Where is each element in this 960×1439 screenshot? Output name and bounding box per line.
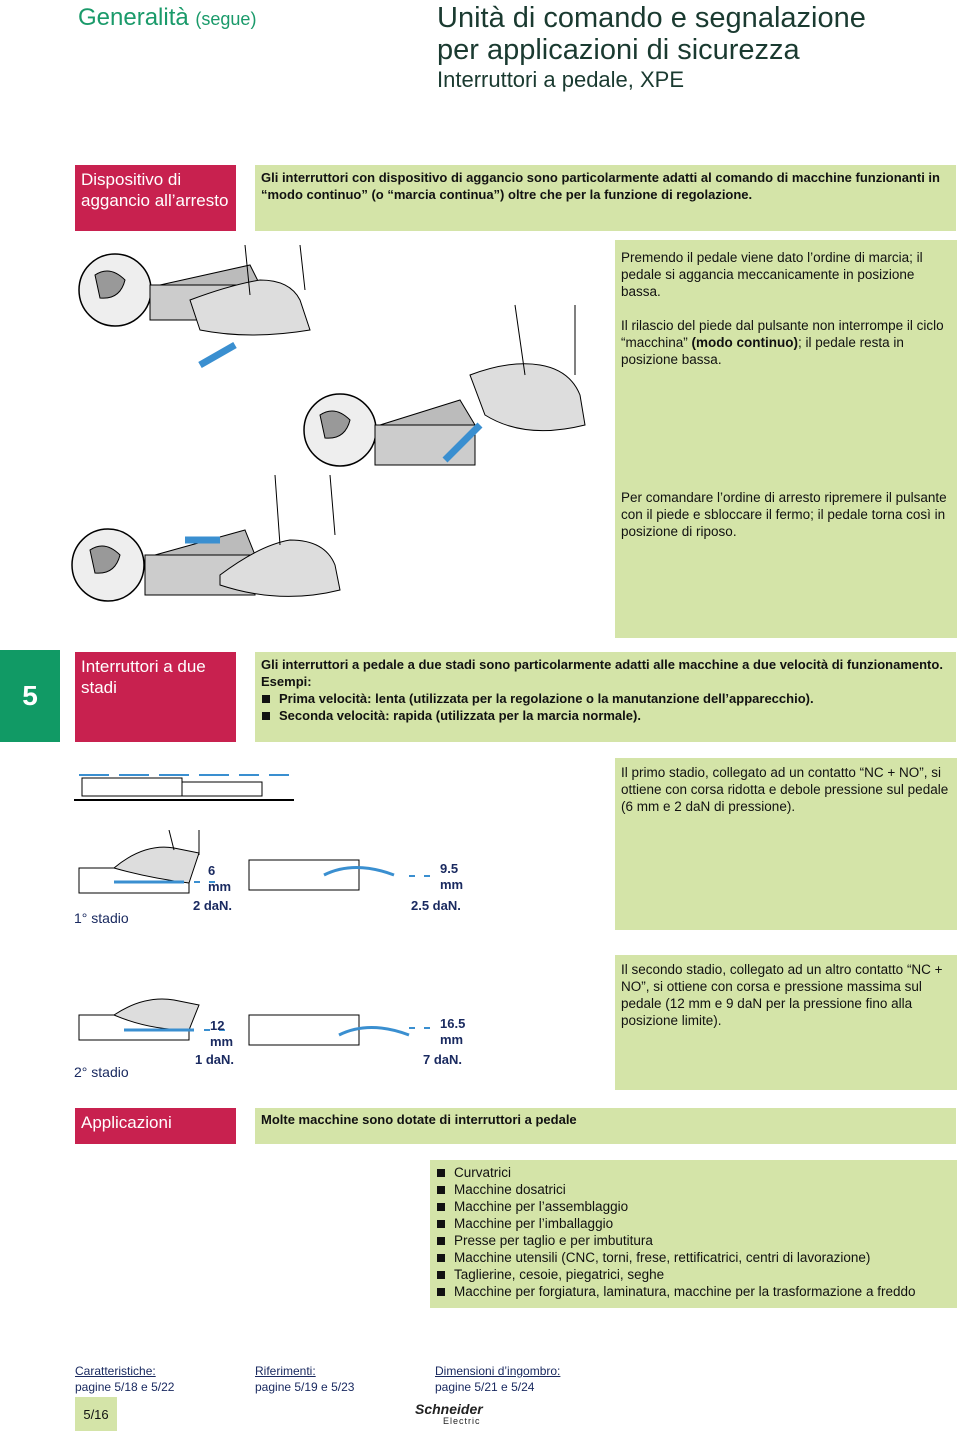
page-title: Unità di comando e segnalazione per appl…	[437, 2, 866, 94]
page-subtitle: Interruttori a pedale, XPE	[437, 67, 685, 92]
list-item: Presse per taglio e per imbutitura	[436, 1232, 951, 1249]
page-number: 5/16	[75, 1397, 117, 1431]
pedal-illustration-1	[78, 245, 311, 369]
stage2-b-dims: 16.5 mm	[440, 1016, 465, 1048]
stage2-a-force: 1 daN.	[195, 1052, 235, 1067]
due-stadi-intro: Gli interruttori a pedale a due stadi so…	[261, 657, 943, 672]
list-item: Macchine utensili (CNC, torni, frese, re…	[436, 1249, 951, 1266]
stage1-b-force: 2.5 daN.	[411, 898, 461, 913]
pedal-illustration-2	[303, 304, 586, 467]
section-title-text: Generalità	[78, 4, 189, 31]
applicazioni-label: Applicazioni	[75, 1108, 236, 1144]
stage2-label: 2° stadio	[74, 1064, 129, 1080]
stage1-illustration	[78, 830, 430, 894]
stage1-b-unit: mm	[440, 877, 464, 892]
list-item: Macchine per l’assemblaggio	[436, 1198, 951, 1215]
dimensioni-link[interactable]: pagine 5/21 e 5/24	[435, 1380, 535, 1394]
arrow-up-icon	[442, 422, 483, 463]
due-stadi-label: Interruttori a due stadi	[75, 652, 236, 742]
section-tab: 5	[0, 650, 60, 742]
examples-list: Prima velocità: lenta (utilizzata per la…	[261, 690, 950, 724]
stage1-b-travel: 9.5	[440, 861, 459, 876]
stage2-illustration	[78, 998, 430, 1046]
arrow-down-icon	[198, 341, 237, 369]
stage1-a-unit: mm	[208, 879, 232, 894]
step1-text: Premendo il pedale viene dato l’ordine d…	[621, 250, 923, 299]
list-item: Curvatrici	[436, 1164, 951, 1181]
step3-text: Per comandare l’ordine di arresto riprem…	[621, 490, 947, 539]
applicazioni-list: Curvatrici Macchine dosatrici Macchine p…	[436, 1164, 951, 1300]
caratteristiche-link[interactable]: pagine 5/18 e 5/22	[75, 1380, 175, 1394]
riferimenti-label: Riferimenti:	[255, 1364, 316, 1378]
aggancio-steps-panel: Premendo il pedale viene dato l’ordine d…	[615, 240, 957, 638]
due-stadi-intro-panel: Gli interruttori a pedale a due stadi so…	[255, 652, 956, 742]
stage1-a-force: 2 daN.	[193, 898, 233, 913]
title-line1: Unità di comando e segnalazione	[437, 2, 866, 34]
stage1-b-dims: 9.5 mm	[440, 861, 463, 893]
schneider-logo: Schneider Electric	[415, 1402, 495, 1428]
brand-name: Schneider	[415, 1401, 483, 1417]
stage1-a-dims: 6 mm	[208, 863, 231, 895]
examples-label: Esempi:	[261, 674, 312, 689]
stage2-b-travel: 16.5	[440, 1016, 466, 1031]
aggancio-intro: Gli interruttori con dispositivo di agga…	[255, 165, 956, 231]
pedal-illustration-3	[71, 474, 341, 602]
pedal-illustrations	[71, 245, 586, 602]
aggancio-label: Dispositivo di aggancio all’arresto	[75, 165, 236, 231]
step2-text-b: (modo continuo)	[691, 335, 799, 350]
stage2-a-dims: 12 mm	[210, 1018, 233, 1050]
stage2-b-unit: mm	[440, 1032, 464, 1047]
riferimenti-link[interactable]: pagine 5/19 e 5/23	[255, 1380, 355, 1394]
caratteristiche-label: Caratteristiche:	[75, 1364, 156, 1378]
list-item: Seconda velocità: rapida (utilizzata per…	[261, 707, 950, 724]
section-suffix: (segue)	[195, 9, 257, 29]
applicazioni-panel: Curvatrici Macchine dosatrici Macchine p…	[430, 1160, 957, 1308]
list-item: Prima velocità: lenta (utilizzata per la…	[261, 690, 950, 707]
footer-caratteristiche: Caratteristiche: pagine 5/18 e 5/22	[75, 1363, 174, 1395]
list-item: Macchine dosatrici	[436, 1181, 951, 1198]
brand-sub: Electric	[443, 1416, 481, 1426]
stage2-a-travel: 12	[210, 1018, 225, 1033]
stage1-text: Il primo stadio, collegato ad un contatt…	[615, 758, 957, 930]
list-item: Macchine per forgiatura, laminatura, mac…	[436, 1283, 951, 1300]
stage2-text: Il secondo stadio, collegato ad un altro…	[615, 955, 957, 1090]
section-title: Generalità (segue)	[78, 4, 256, 32]
footer-riferimenti: Riferimenti: pagine 5/19 e 5/23	[255, 1363, 354, 1395]
list-item: Taglierine, cesoie, piegatrici, seghe	[436, 1266, 951, 1283]
step2-text: Il rilascio del piede dal pulsante non i…	[615, 311, 960, 374]
title-line2: per applicazioni di sicurezza	[437, 34, 800, 66]
applicazioni-intro: Molte macchine sono dotate di interrutto…	[255, 1108, 956, 1144]
stage-level-diagram	[74, 774, 294, 801]
stage1-a-travel: 6	[208, 863, 216, 878]
stage1-label: 1° stadio	[74, 910, 129, 926]
footer-dimensioni: Dimensioni d’ingombro: pagine 5/21 e 5/2…	[435, 1363, 560, 1395]
step2-text-a: Il rilascio del piede dal pulsante non i…	[621, 318, 944, 350]
dimensioni-label: Dimensioni d’ingombro:	[435, 1364, 561, 1378]
list-item: Macchine per l’imballaggio	[436, 1215, 951, 1232]
stage2-a-unit: mm	[210, 1034, 234, 1049]
stage2-b-force: 7 daN.	[423, 1052, 463, 1067]
step2-text-c: ; il pedale resta in posizione bassa.	[621, 335, 904, 367]
